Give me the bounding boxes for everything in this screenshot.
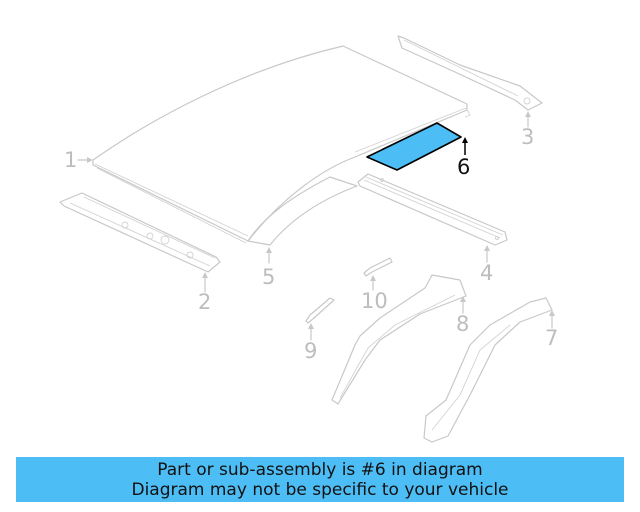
callout-label-5[interactable]: 5 xyxy=(262,265,276,289)
roof-panel-part xyxy=(92,45,471,244)
callout-label-3[interactable]: 3 xyxy=(521,125,535,149)
banner-line-disclaimer: Diagram may not be specific to your vehi… xyxy=(131,480,509,500)
roof-insulator-pad-part xyxy=(366,122,462,171)
banner-line-part-number: Part or sub-assembly is #6 in diagram xyxy=(157,460,483,480)
callout-label-10[interactable]: 10 xyxy=(361,289,388,313)
rear-side-rail-part xyxy=(397,35,543,111)
roof-bow-part xyxy=(247,176,358,246)
rear-roof-rail-part xyxy=(357,173,508,246)
info-banner: Part or sub-assembly is #6 in diagram Di… xyxy=(16,457,624,502)
callout-label-2[interactable]: 2 xyxy=(198,290,212,314)
callout-label-9[interactable]: 9 xyxy=(304,339,318,363)
callout-label-4[interactable]: 4 xyxy=(480,261,494,285)
callout-label-6[interactable]: 6 xyxy=(457,155,471,179)
rear-pillar-part xyxy=(423,297,553,443)
callout-label-7[interactable]: 7 xyxy=(545,326,559,350)
front-pillar-part xyxy=(331,274,467,405)
bracket-10-part xyxy=(363,257,393,277)
callout-label-1[interactable]: 1 xyxy=(64,148,78,172)
front-roof-rail-part xyxy=(59,192,221,273)
callout-label-8[interactable]: 8 xyxy=(456,312,470,336)
callout-arrows xyxy=(77,111,555,341)
bracket-9-part xyxy=(305,297,335,324)
